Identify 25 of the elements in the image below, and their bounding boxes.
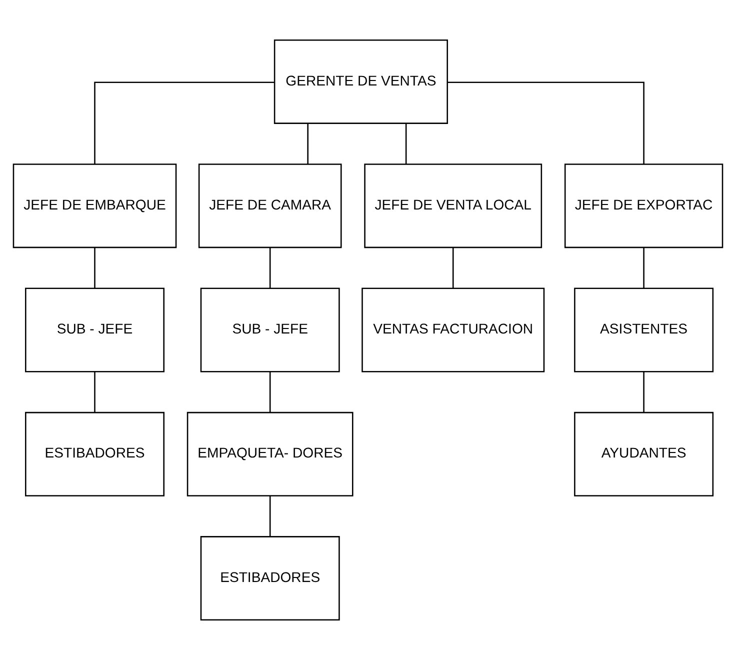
connector	[643, 247, 644, 288]
node-box: SUB - JEFE	[25, 287, 164, 372]
connector	[447, 81, 644, 164]
node-box: VENTAS FACTURACION	[362, 287, 545, 372]
node-box: SUB - JEFE	[200, 287, 340, 372]
node-box: GERENTE DE VENTAS	[274, 38, 448, 124]
node-box: ASISTENTES	[574, 287, 714, 372]
connector	[269, 495, 271, 536]
node-box: EMPAQUETA- DORES	[186, 411, 354, 496]
connector	[452, 247, 454, 288]
node-box: JEFE DE EXPORTAC	[564, 163, 724, 248]
connector	[94, 371, 96, 412]
node-box: ESTIBADORES	[200, 536, 340, 620]
connector	[269, 371, 271, 412]
connector	[405, 122, 407, 164]
node-box: JEFE DE CAMARA	[198, 163, 342, 248]
node-box: JEFE DE EMBARQUE	[12, 163, 177, 248]
connector	[269, 247, 271, 288]
connector	[94, 247, 96, 288]
connector	[643, 371, 644, 412]
node-box: AYUDANTES	[574, 411, 714, 496]
node-box: JEFE DE VENTA LOCAL	[364, 163, 542, 248]
node-box: ESTIBADORES	[25, 411, 164, 496]
connector	[94, 81, 275, 164]
connector	[307, 122, 308, 164]
